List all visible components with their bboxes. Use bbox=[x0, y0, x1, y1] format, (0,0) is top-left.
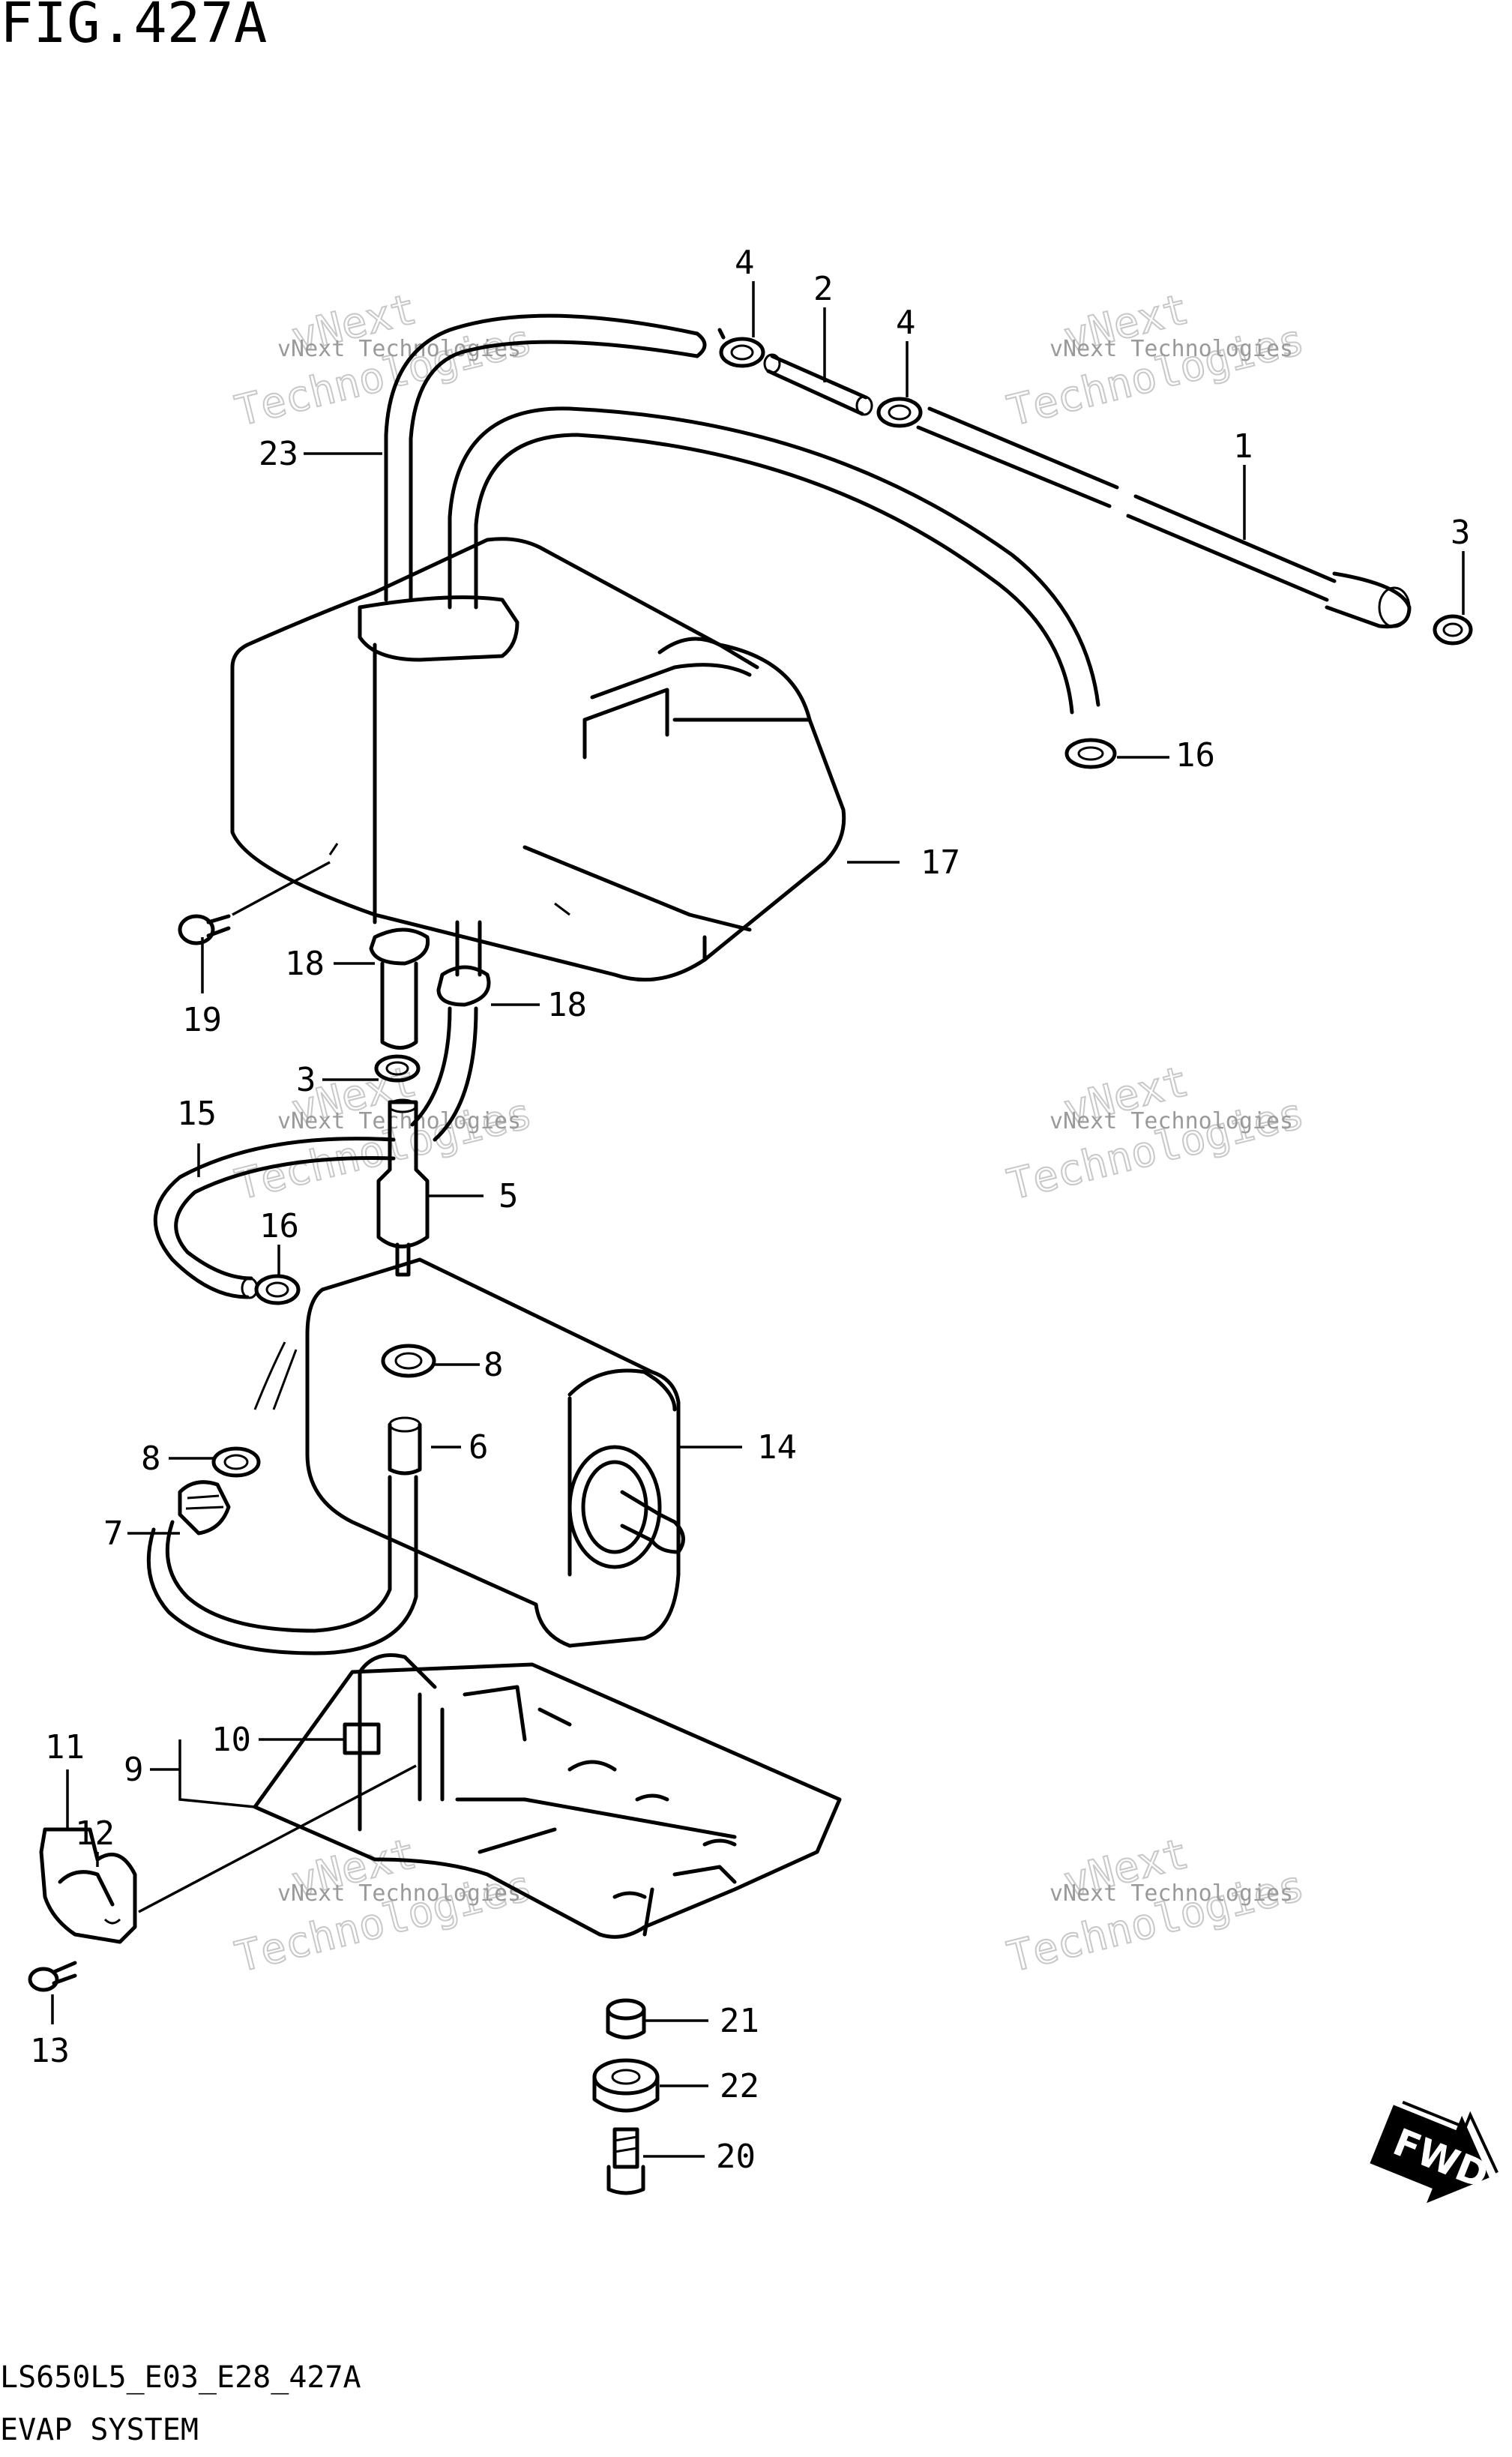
watermark-mid-right: Technologies vNext vNext Technologies bbox=[1002, 1056, 1310, 1211]
callout-18a: 18 bbox=[285, 945, 325, 983]
callout-18b: 18 bbox=[547, 986, 587, 1024]
callout-15: 15 bbox=[177, 1095, 217, 1133]
svg-text:vNext Technologies: vNext Technologies bbox=[1049, 1880, 1293, 1907]
hose-23 bbox=[384, 313, 707, 602]
diagram-caption: EVAP SYSTEM bbox=[0, 2413, 199, 2447]
hose-2 bbox=[763, 353, 873, 416]
callout-7: 7 bbox=[103, 1515, 124, 1553]
callout-3b: 3 bbox=[296, 1061, 316, 1099]
callout-13: 13 bbox=[30, 2032, 70, 2070]
callout-11: 11 bbox=[45, 1728, 85, 1766]
callout-19: 19 bbox=[182, 1001, 222, 1039]
clamp-11-12 bbox=[39, 1827, 137, 1944]
screw-13 bbox=[28, 1961, 77, 1992]
callout-3a: 3 bbox=[1451, 514, 1471, 552]
callout-9: 9 bbox=[124, 1751, 144, 1789]
callout-23: 23 bbox=[259, 435, 298, 473]
clip-8-upper bbox=[381, 1344, 436, 1378]
clip-4-left bbox=[717, 328, 765, 368]
clip-16-upper bbox=[1064, 738, 1117, 769]
watermark-bottom-left: Technologies vNext vNext Technologies bbox=[230, 1829, 537, 1983]
collar-21 bbox=[606, 1998, 646, 2039]
callout-21: 21 bbox=[720, 2002, 759, 2040]
watermark-top-right: Technologies vNext vNext Technologies bbox=[1002, 284, 1310, 437]
watermark-top-left: Technologies vNext vNext Technologies bbox=[230, 284, 537, 437]
clip-8-lower bbox=[211, 1446, 261, 1478]
vent-hose-16 bbox=[448, 406, 1100, 715]
hose-7 bbox=[146, 1475, 418, 1655]
grommet-18-right bbox=[436, 920, 491, 1007]
bolt-20 bbox=[606, 2127, 645, 2195]
callout-6: 6 bbox=[469, 1428, 489, 1467]
watermark-mid-left: Technologies vNext vNext Technologies bbox=[230, 1056, 537, 1211]
canister-14 bbox=[253, 1257, 685, 1648]
callout-4a: 4 bbox=[735, 244, 755, 282]
svg-text:vNext Technologies: vNext Technologies bbox=[277, 1880, 521, 1907]
hose-18-to-5 bbox=[410, 1006, 478, 1142]
callout-12: 12 bbox=[75, 1814, 115, 1853]
callout-16b: 16 bbox=[259, 1207, 299, 1245]
svg-text:vNext Technologies: vNext Technologies bbox=[277, 336, 521, 362]
clip-3-mid bbox=[374, 1054, 421, 1083]
grommet-18-left bbox=[369, 927, 430, 1050]
callout-4b: 4 bbox=[896, 304, 916, 342]
callout-8a: 8 bbox=[484, 1346, 504, 1384]
watermark-bottom-right: Technologies vNext vNext Technologies bbox=[1002, 1829, 1310, 1983]
bracket-9 bbox=[253, 1653, 842, 1939]
fitting-7-end bbox=[178, 1480, 231, 1536]
clip-4-right bbox=[876, 397, 923, 428]
figure-title: FIG.427A bbox=[0, 0, 268, 55]
leader-lines bbox=[51, 281, 1465, 2158]
callout-22: 22 bbox=[720, 2067, 759, 2105]
callout-16a: 16 bbox=[1175, 736, 1215, 775]
callout-5: 5 bbox=[499, 1177, 519, 1215]
callout-14: 14 bbox=[757, 1428, 797, 1467]
valve-5 bbox=[376, 1098, 430, 1277]
clip-16-lower bbox=[254, 1274, 301, 1305]
svg-text:vNext Technologies: vNext Technologies bbox=[1049, 336, 1293, 362]
fwd-arrow-icon: FWD bbox=[1370, 2100, 1499, 2204]
hose-1 bbox=[916, 406, 1412, 629]
callout-10: 10 bbox=[211, 1721, 251, 1759]
callout-2: 2 bbox=[813, 270, 834, 308]
callout-17: 17 bbox=[921, 843, 960, 882]
clip-3-right bbox=[1433, 614, 1473, 646]
callout-8b: 8 bbox=[141, 1440, 161, 1478]
callout-1: 1 bbox=[1233, 427, 1253, 466]
screw-19 bbox=[178, 914, 231, 945]
diagram-code: LS650L5_E03_E28_427A bbox=[0, 2360, 361, 2395]
tank-17 bbox=[230, 537, 846, 982]
grommet-22 bbox=[592, 2058, 660, 2113]
callout-20: 20 bbox=[716, 2138, 756, 2176]
svg-text:vNext Technologies: vNext Technologies bbox=[1049, 1108, 1293, 1134]
fitting-6 bbox=[388, 1416, 422, 1476]
